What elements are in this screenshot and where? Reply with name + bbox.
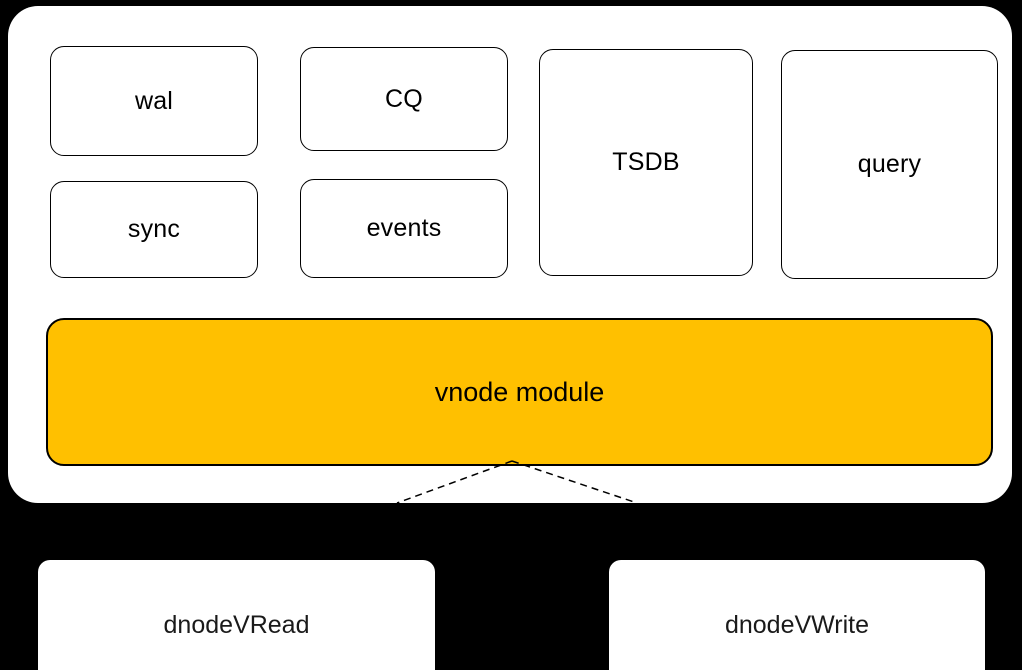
module-box-wal[interactable]: wal <box>50 46 258 156</box>
module-label-query: query <box>857 150 922 178</box>
module-box-events[interactable]: events <box>300 179 508 278</box>
module-box-tsdb[interactable]: TSDB <box>539 49 753 276</box>
module-label-sync: sync <box>127 215 181 243</box>
dnode-label-dnodevread: dnodeVRead <box>163 610 310 639</box>
dnode-label-dnodevwrite: dnodeVWrite <box>724 610 870 639</box>
module-box-query[interactable]: query <box>781 50 998 279</box>
vnode-module-bar[interactable]: vnode module <box>46 318 993 466</box>
module-box-sync[interactable]: sync <box>50 181 258 278</box>
module-box-cq[interactable]: CQ <box>300 47 508 151</box>
dnode-box-dnodevread[interactable]: dnodeVRead <box>38 560 435 670</box>
module-label-tsdb: TSDB <box>612 148 680 176</box>
dnode-box-dnodevwrite[interactable]: dnodeVWrite <box>609 560 985 670</box>
module-label-wal: wal <box>134 86 174 115</box>
module-label-cq: CQ <box>385 84 423 113</box>
vnode-panel: wal CQ TSDB query sync events vnode modu… <box>8 6 1012 503</box>
vnode-module-label: vnode module <box>434 376 605 407</box>
module-label-events: events <box>366 214 442 242</box>
